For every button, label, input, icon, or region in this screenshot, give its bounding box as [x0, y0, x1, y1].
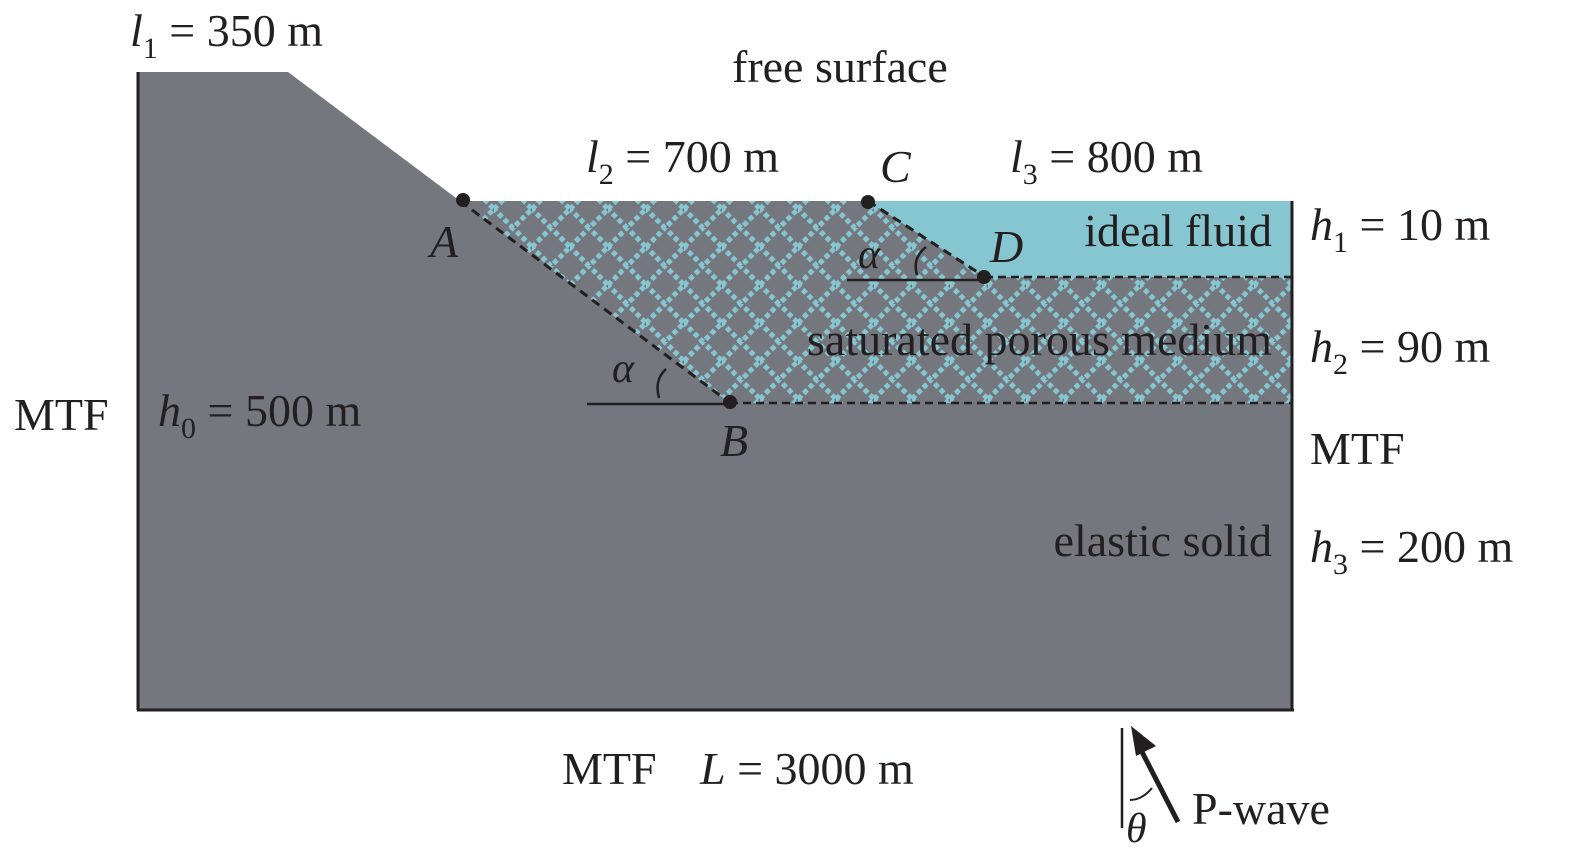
dimension-h3: h3 = 200 m [1310, 521, 1513, 581]
theta-label: θ [1126, 806, 1147, 852]
point-A-label: A [427, 216, 459, 267]
ideal-fluid-region [868, 201, 1292, 277]
theta-arc [1129, 787, 1153, 801]
p-wave-label: P-wave [1192, 783, 1330, 834]
mtf-bottom-label: MTF [562, 743, 657, 794]
dimension-h1: h1 = 10 m [1310, 199, 1490, 259]
elastic-solid-label: elastic solid [1054, 515, 1272, 566]
alpha-arc-D [914, 246, 927, 276]
point-C-marker [861, 195, 875, 209]
mtf-left-label: MTF [14, 389, 109, 440]
dimension-l2: l2 = 700 m [586, 131, 779, 191]
porous-medium-label: saturated porous medium [807, 314, 1272, 365]
p-wave-arrow-shaft [1137, 746, 1181, 824]
dimension-L: L = 3000 m [699, 743, 914, 794]
dimension-h0: h0 = 500 m [158, 385, 361, 445]
p-wave-arrow-head-icon [1131, 726, 1156, 756]
alpha-label-D: α [858, 232, 881, 278]
point-D-marker [977, 270, 991, 284]
point-C-label: C [880, 141, 912, 192]
dimension-l1: l1 = 350 m [130, 5, 323, 65]
alpha-label-B: α [612, 346, 635, 392]
dimension-h2: h2 = 90 m [1310, 321, 1490, 381]
ideal-fluid-label: ideal fluid [1084, 205, 1272, 256]
point-B-label: B [720, 415, 748, 466]
mtf-right-label: MTF [1310, 423, 1405, 474]
point-A-marker [456, 193, 470, 207]
porous-medium-region [460, 201, 1292, 403]
free-surface-label: free surface [732, 41, 948, 92]
point-D-label: D [989, 221, 1023, 272]
dimension-l3: l3 = 800 m [1010, 131, 1203, 191]
alpha-arc-B [656, 368, 667, 399]
point-B-marker [723, 395, 737, 409]
interface-AB [459, 199, 731, 405]
interface-CD [867, 199, 986, 279]
